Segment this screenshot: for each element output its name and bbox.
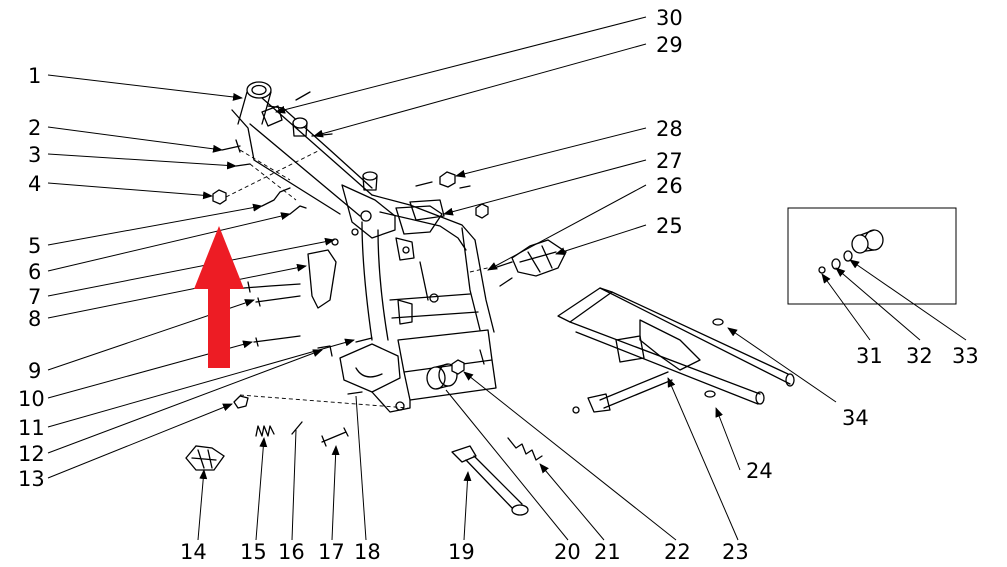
- part-label: 23: [722, 540, 749, 564]
- frame-assembly: [231, 81, 497, 413]
- part-label: 1: [28, 64, 41, 88]
- part-label: 17: [318, 540, 345, 564]
- part-label: 22: [664, 540, 691, 564]
- part-label: 27: [656, 149, 683, 173]
- part-label: 25: [656, 214, 683, 238]
- part-label: 13: [18, 467, 45, 491]
- small-parts: [185, 91, 795, 516]
- red-highlight-arrow: [194, 226, 244, 368]
- part-label: 11: [18, 416, 45, 440]
- part-label: 24: [746, 459, 773, 483]
- part-labels: 1 2 3 4 5 6 7 8 9 10 11 12 13 14 15 16 1…: [18, 6, 979, 564]
- part-label: 3: [28, 143, 41, 167]
- part-label: 19: [448, 540, 475, 564]
- part-label: 31: [856, 344, 883, 368]
- part-label: 7: [28, 285, 41, 309]
- part-label: 15: [240, 540, 267, 564]
- part-label: 32: [906, 344, 933, 368]
- part-label: 28: [656, 117, 683, 141]
- part-label: 30: [656, 6, 683, 30]
- part-label: 6: [28, 260, 41, 284]
- part-label: 29: [656, 33, 683, 57]
- part-label: 12: [18, 442, 45, 466]
- part-label: 21: [594, 540, 621, 564]
- part-label: 10: [18, 387, 45, 411]
- part-label: 26: [656, 174, 683, 198]
- leader-lines: [47, 16, 967, 541]
- part-label: 20: [554, 540, 581, 564]
- part-label: 9: [28, 359, 41, 383]
- detail-inset: [787, 207, 957, 305]
- part-label: 14: [180, 540, 207, 564]
- part-label: 18: [354, 540, 381, 564]
- part-label: 16: [278, 540, 305, 564]
- part-label: 2: [28, 116, 41, 140]
- part-label: 33: [952, 344, 979, 368]
- part-label: 5: [28, 234, 41, 258]
- part-label: 4: [28, 172, 41, 196]
- part-label: 34: [842, 406, 869, 430]
- part-label: 8: [28, 307, 41, 331]
